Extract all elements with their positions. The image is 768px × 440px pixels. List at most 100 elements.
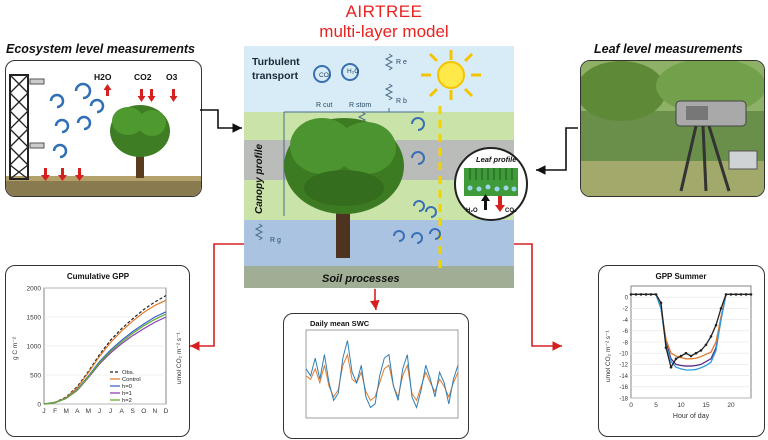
leaf-measure-header: Leaf level measurements [594,42,743,56]
turbulent-label-1: Turbulent [252,56,300,68]
data-point [709,335,713,338]
leaf-photo-panel [580,60,765,197]
data-point [734,293,738,296]
x-tick-label: F [53,408,57,415]
x-tick-label: D [164,408,169,415]
gas-label-o3: O3 [166,72,178,82]
x-tick-label: O [141,408,146,415]
leaf-profile-title: Leaf profile [476,155,516,164]
x-axis-label: Hour of day [673,413,710,420]
y-axis-label: g C m⁻² [12,336,19,360]
swc-chart: Daily mean SWC [305,319,459,419]
leaf-profile-h2o: H₂O [466,208,478,214]
x-tick-label: 10 [677,402,685,409]
x-tick-label: 0 [629,402,633,409]
turbulent-label-2: transport [252,70,299,82]
y-tick-label: 0 [625,296,629,302]
y-tick-label: -6 [623,329,629,335]
y-tick-label: 1500 [27,315,42,322]
y-tick-label: -18 [619,396,628,402]
y-tick-label: 1000 [27,344,42,351]
data-point [659,301,663,305]
legend-label: h=2 [122,398,132,404]
data-point [649,293,653,296]
chart-title: GPP Summer [656,272,707,281]
canopy-profile-label: Canopy profile [254,144,265,214]
data-point [699,349,703,352]
data-point [749,293,753,296]
data-point [719,307,723,310]
diagram-subtitle: multi-layer model [319,22,449,41]
model-co2-label: CO₂ [319,72,332,79]
data-point [729,293,733,296]
ecosystem-panel: H2O CO2 O3 [5,60,202,197]
chart-title: Cumulative GPP [67,272,130,281]
x-tick-label: J [42,408,45,415]
legend-label: h=0 [122,384,132,390]
r-b-label: R b [396,98,407,105]
plot-area [305,329,459,419]
y-tick-label: -4 [623,318,629,324]
r-g-label: R g [270,237,281,244]
x-tick-label: 15 [702,402,710,409]
y-tick-label: -16 [619,385,628,391]
gas-label-h2o: H2O [94,72,112,82]
y-tick-label: -2 [623,307,629,313]
y-tick-label: -8 [623,340,629,346]
leaf-profile-co2: CO₂ [505,208,517,214]
legend-label: h=1 [122,391,132,397]
x-tick-label: A [119,408,124,415]
x-tick-label: M [86,408,91,415]
y-tick-label: -10 [619,352,628,358]
data-point [669,365,673,369]
data-point [679,354,683,358]
legend-label: Control [122,377,141,383]
data-point [744,293,748,296]
data-point [704,343,708,347]
series-line [43,313,167,405]
legend-label: Obs. [122,370,135,376]
diagram-title: AIRTREE [345,2,423,21]
gas-label-co2: CO2 [134,72,152,82]
leaf-photo [581,61,764,196]
x-tick-label: 20 [727,402,735,409]
data-point [664,346,668,349]
x-tick-label: 5 [654,402,658,409]
soil-processes-label: Soil processes [322,273,400,285]
data-point [639,293,643,296]
y-tick-label: -14 [619,374,628,380]
x-tick-label: S [131,408,136,415]
data-point [714,323,718,327]
data-point [644,293,648,296]
data-point [739,293,743,296]
y-axis-label: umol CO₂ m⁻² s⁻¹ [605,330,612,382]
x-tick-label: A [75,408,80,415]
chart-title: Daily mean SWC [310,319,370,328]
r-stom-label: R stom [349,102,371,109]
data-point [724,293,728,296]
y-tick-label: 2000 [27,286,42,293]
y-tick-label: 500 [30,373,41,380]
model-h2o-label: H₂O [347,68,359,75]
data-point [629,293,633,296]
x-tick-label: J [98,408,101,415]
y-axis-label-right: umol CO₂ m⁻² s⁻¹ [176,332,183,384]
x-tick-label: M [63,408,68,415]
swc-panel: Daily mean SWC [283,313,469,439]
y-tick-label: 0 [37,402,41,409]
data-point [689,354,693,358]
y-tick-label: -12 [619,363,628,369]
data-point [634,293,638,296]
data-point [654,293,658,296]
r-cut-label: R cut [316,102,332,109]
x-tick-label: N [153,408,158,415]
ecosystem-illustration: H2O CO2 O3 [6,72,201,196]
leaf-profile-inset: Leaf profile H₂O CO₂ [454,147,528,221]
data-point [694,351,698,355]
x-tick-label: J [109,408,112,415]
